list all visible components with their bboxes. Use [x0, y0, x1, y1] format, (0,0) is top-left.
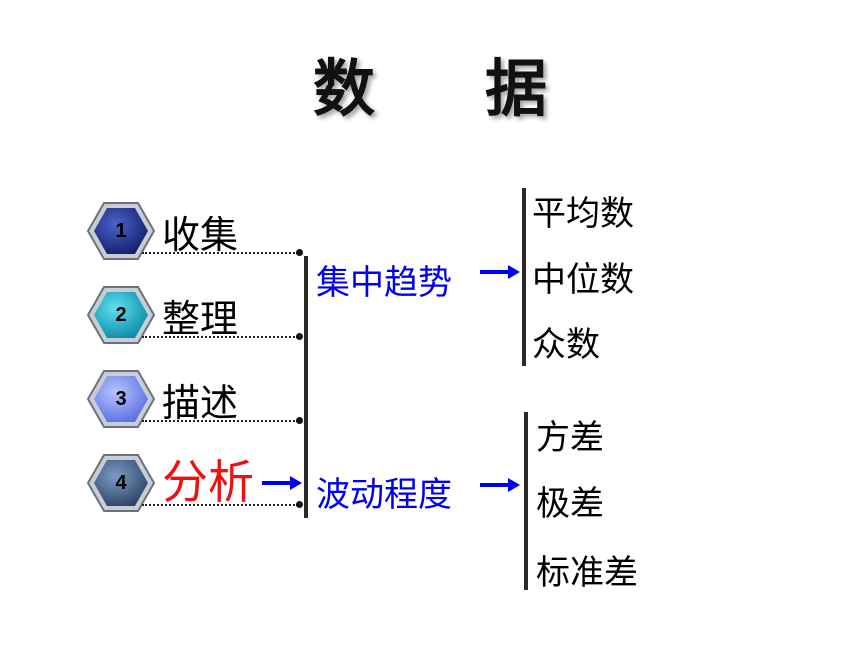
step-label: 收集	[162, 213, 239, 257]
bracket-line	[304, 256, 308, 518]
leaf-item: 平均数	[532, 194, 634, 234]
leaf-item: 标准差	[536, 553, 638, 593]
leaf-item: 极差	[536, 484, 604, 524]
step-number: 3	[115, 388, 127, 410]
hexagon-icon: 4	[86, 452, 156, 514]
branch-label-central: 集中趋势	[316, 263, 452, 303]
title-char-2: 据	[485, 52, 548, 125]
leaf-item: 众数	[532, 325, 600, 365]
hexagon-icon: 1	[86, 200, 156, 262]
dotted-underline	[142, 504, 298, 506]
dot-end	[296, 417, 303, 424]
step-label: 描述	[162, 381, 239, 425]
step-number: 2	[115, 304, 127, 326]
dotted-underline	[142, 252, 298, 254]
arrow-right-icon	[480, 265, 520, 279]
step-number: 1	[115, 220, 127, 242]
page-title: 数据	[0, 38, 860, 128]
dotted-underline	[142, 336, 298, 338]
step-number: 4	[115, 472, 127, 494]
leaf-item: 方差	[536, 418, 604, 458]
step-4: 4 分析	[86, 452, 303, 514]
hexagon-icon: 3	[86, 368, 156, 430]
step-3: 3 描述	[86, 368, 303, 430]
dotted-underline	[142, 420, 298, 422]
title-char-1: 数	[312, 52, 375, 125]
step-label-highlight: 分析	[162, 455, 254, 509]
branch-label-dispersion: 波动程度	[316, 475, 452, 515]
leaf-item: 中位数	[532, 260, 634, 300]
hexagon-icon: 2	[86, 284, 156, 346]
step-1: 1 收集	[86, 200, 303, 262]
dot-end	[296, 333, 303, 340]
step-label: 整理	[162, 297, 239, 341]
dot-end	[296, 501, 303, 508]
dot-end	[296, 249, 303, 256]
arrow-right-icon	[262, 476, 302, 490]
bracket-line	[524, 412, 528, 590]
bracket-line	[522, 188, 526, 366]
step-2: 2 整理	[86, 284, 303, 346]
arrow-right-icon	[480, 478, 520, 492]
